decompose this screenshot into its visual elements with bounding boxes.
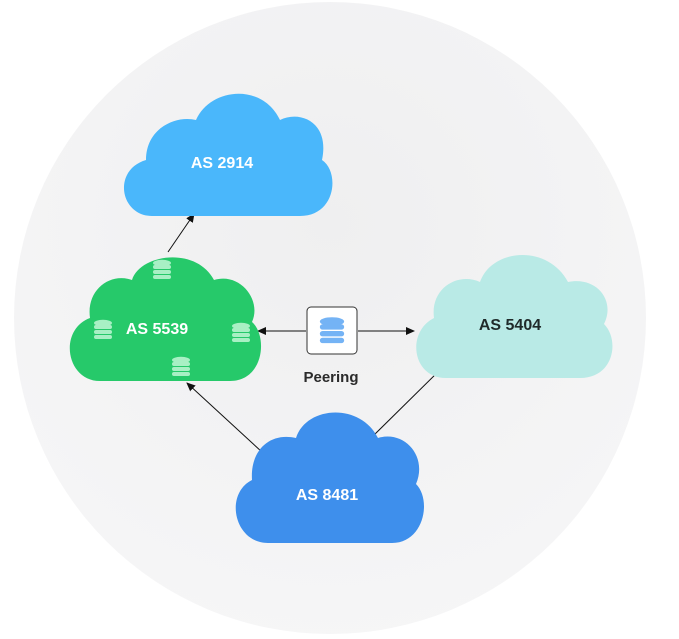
cloud-shape [416,254,613,378]
cloud-shape [235,412,424,543]
cloud-shape [69,257,262,381]
cloud-shape [123,93,333,216]
node-label: AS 5539 [126,321,188,338]
peering-box [306,306,358,355]
edge-as8481-to-as5404 [371,365,445,438]
node-label: AS 2914 [191,155,253,172]
edges [167,213,445,453]
cloud-as2914[interactable]: AS 2914 [123,93,333,216]
cloud-as5404[interactable]: AS 5404 [416,254,613,378]
cloud-as5539[interactable]: AS 5539 [69,257,262,381]
edge-as8481-to-as5539 [186,382,263,453]
peering-label: Peering [303,369,358,386]
peering-node[interactable]: Peering [303,306,359,386]
node-label: AS 5404 [479,317,541,334]
edge-as5539-to-as2914 [167,213,195,253]
cloud-as8481[interactable]: AS 8481 [235,412,424,543]
node-label: AS 8481 [296,487,358,504]
